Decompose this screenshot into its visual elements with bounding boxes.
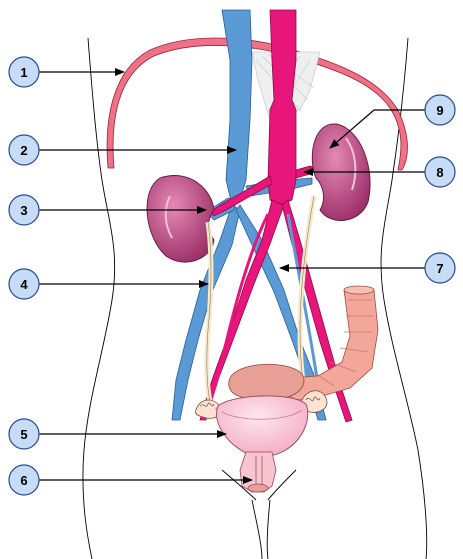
label-8: 8	[424, 156, 456, 188]
label-3: 3	[8, 194, 40, 226]
urethra	[239, 451, 277, 493]
label-6-text: 6	[20, 473, 27, 488]
number-labels: 1 2 3 4 5 6 7 8	[8, 56, 456, 496]
body-outline	[82, 37, 428, 559]
label-1: 1	[8, 56, 40, 88]
label-2-text: 2	[20, 143, 27, 158]
pointer-9-b	[329, 109, 375, 149]
uterus	[228, 363, 305, 399]
label-9-text: 9	[436, 103, 443, 118]
label-8-text: 8	[436, 165, 443, 180]
pointers	[38, 68, 426, 484]
label-6: 6	[8, 464, 40, 496]
right-kidney	[146, 175, 215, 263]
label-1-text: 1	[20, 65, 27, 80]
label-4: 4	[8, 268, 40, 300]
label-4-text: 4	[20, 277, 28, 292]
urinary-bladder	[216, 395, 309, 457]
label-7-text: 7	[436, 261, 443, 276]
label-9: 9	[424, 94, 456, 126]
label-3-text: 3	[20, 203, 27, 218]
label-5-text: 5	[20, 427, 27, 442]
label-7: 7	[424, 252, 456, 284]
label-2: 2	[8, 134, 40, 166]
label-5: 5	[8, 418, 40, 450]
diaphragm	[106, 37, 408, 171]
